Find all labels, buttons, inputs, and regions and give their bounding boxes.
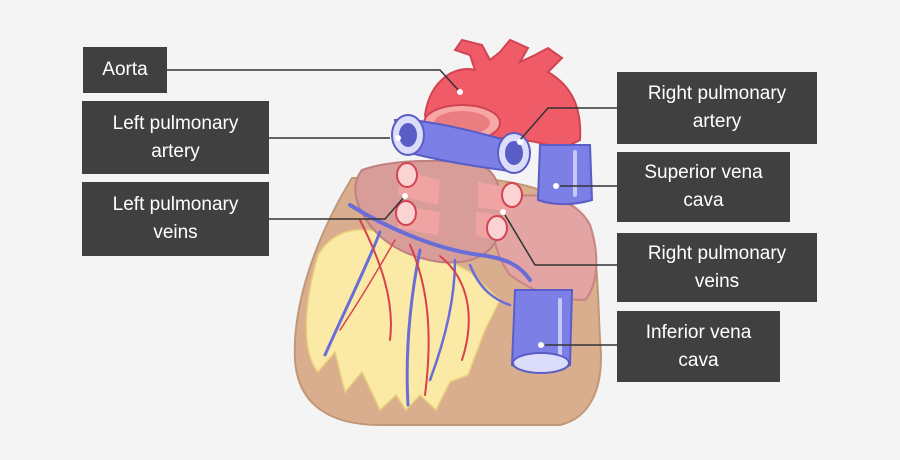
label-aorta-line-1: Aorta — [102, 59, 148, 80]
superior-vena-cava — [536, 144, 594, 206]
left-pulmonary-veins — [395, 162, 440, 235]
label-superior-vena-cava: Superior vena cava — [617, 152, 790, 222]
label-left-pulmonary-veins-line-1: Left pulmonary — [112, 194, 239, 215]
label-right-pulmonary-veins: Right pulmonary veins — [617, 233, 817, 302]
label-right-pulmonary-artery-line-2: artery — [692, 111, 742, 132]
label-superior-vena-cava-line-1: Superior vena — [644, 162, 763, 183]
label-left-pulmonary-artery-line-2: artery — [151, 140, 200, 162]
epicardial-fat — [305, 229, 501, 412]
label-left-pulmonary-veins: Left pulmonary veins — [82, 182, 269, 256]
label-left-pulmonary-veins-line-2: veins — [153, 222, 198, 243]
label-right-pulmonary-artery-line-1: Right pulmonary — [647, 83, 787, 104]
label-right-pulmonary-veins-line-2: veins — [694, 270, 740, 292]
label-superior-vena-cava-line-2: cava — [683, 190, 724, 211]
label-right-pulmonary-veins-line-1: Right pulmonary — [647, 242, 787, 264]
right-pulmonary-veins — [476, 182, 523, 241]
label-right-pulmonary-artery: Right pulmonary artery — [617, 72, 817, 144]
label-inferior-vena-cava-line-1: Inferior vena — [645, 321, 752, 343]
label-inferior-vena-cava: Inferior vena cava — [617, 311, 780, 382]
coronary-vessels — [323, 203, 532, 407]
label-aorta: Aorta — [83, 47, 167, 93]
label-inferior-vena-cava-line-2: cava — [678, 349, 719, 371]
label-left-pulmonary-artery-line-1: Left pulmonary — [112, 112, 239, 134]
label-left-pulmonary-artery: Left pulmonary artery — [82, 101, 269, 174]
leader-lines — [167, 69, 617, 348]
